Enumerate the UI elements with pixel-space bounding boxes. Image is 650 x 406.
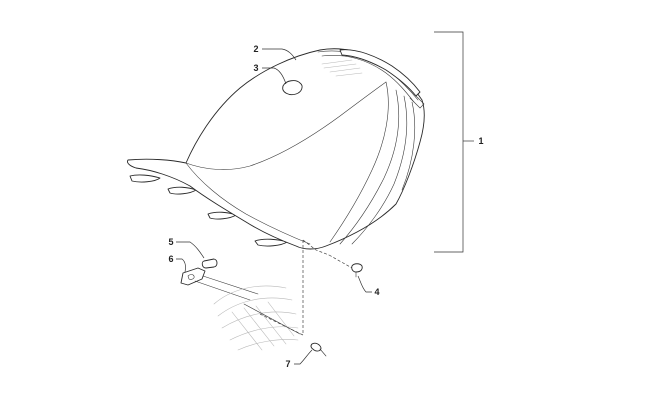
clip-and-bracket xyxy=(180,258,259,301)
clip-part xyxy=(201,258,218,269)
push-pin-fastener xyxy=(351,263,363,278)
seat-body xyxy=(127,48,425,250)
callout-5: 5 xyxy=(168,237,173,247)
emblem-pad xyxy=(282,80,303,96)
alignment-lines xyxy=(259,239,353,336)
callout-7: 7 xyxy=(285,359,290,369)
assembly-bracket xyxy=(434,31,474,253)
callout-4: 4 xyxy=(374,287,379,297)
screw-fastener xyxy=(310,342,327,357)
callout-3: 3 xyxy=(253,63,258,73)
strap-area xyxy=(213,285,301,351)
callout-6: 6 xyxy=(168,254,173,264)
seat-assembly xyxy=(127,48,425,250)
leader-lines xyxy=(176,48,372,365)
bracket-part xyxy=(180,267,206,286)
callout-2: 2 xyxy=(253,44,258,54)
callout-labels: 1 2 3 4 5 6 7 xyxy=(168,44,483,369)
callout-1: 1 xyxy=(478,136,483,146)
